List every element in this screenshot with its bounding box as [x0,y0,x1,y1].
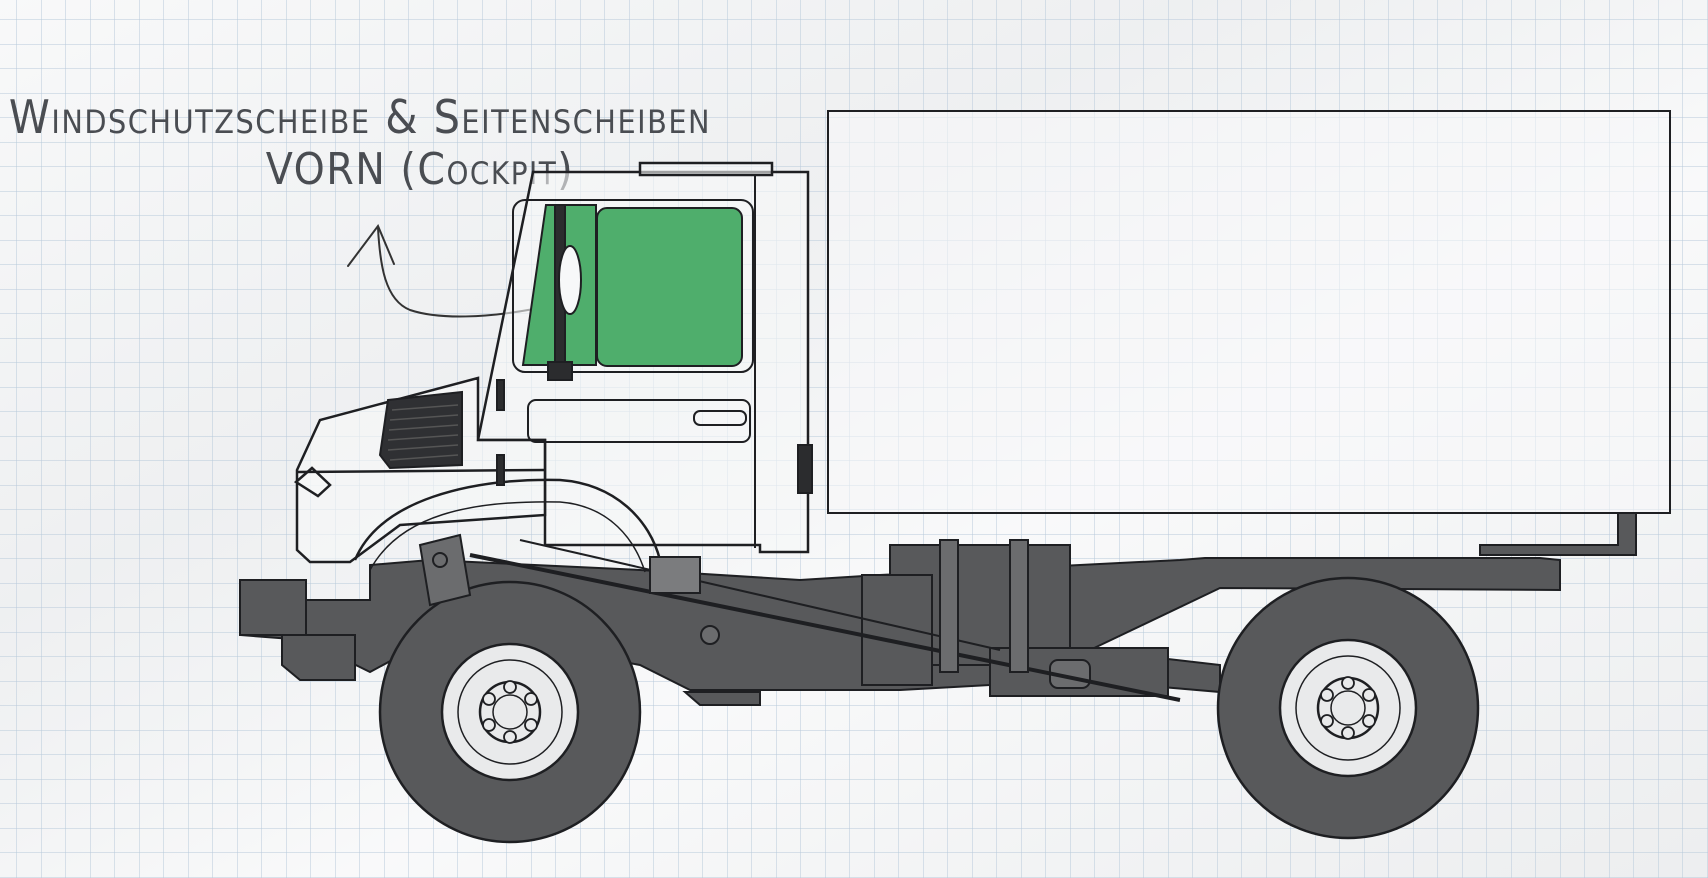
door [496,176,813,548]
box-rear-bracket [1479,512,1637,556]
highlighted-windows [512,199,754,381]
annotation-line-1: Windschutzscheibe & Seitenscheiben [8,90,712,144]
side-window [596,207,743,367]
annotation-line-2: VORN (Cockpit) [265,144,575,196]
front-suspension [418,533,472,607]
front-grille [378,390,463,470]
annotation-caption: Windschutzscheibe & Seitenscheiben VORN … [0,90,720,196]
cargo-box [827,110,1671,514]
rear-wheel [1216,576,1480,840]
front-wheel [378,580,642,844]
cab-step [649,556,701,594]
chassis-frame [239,539,1561,706]
